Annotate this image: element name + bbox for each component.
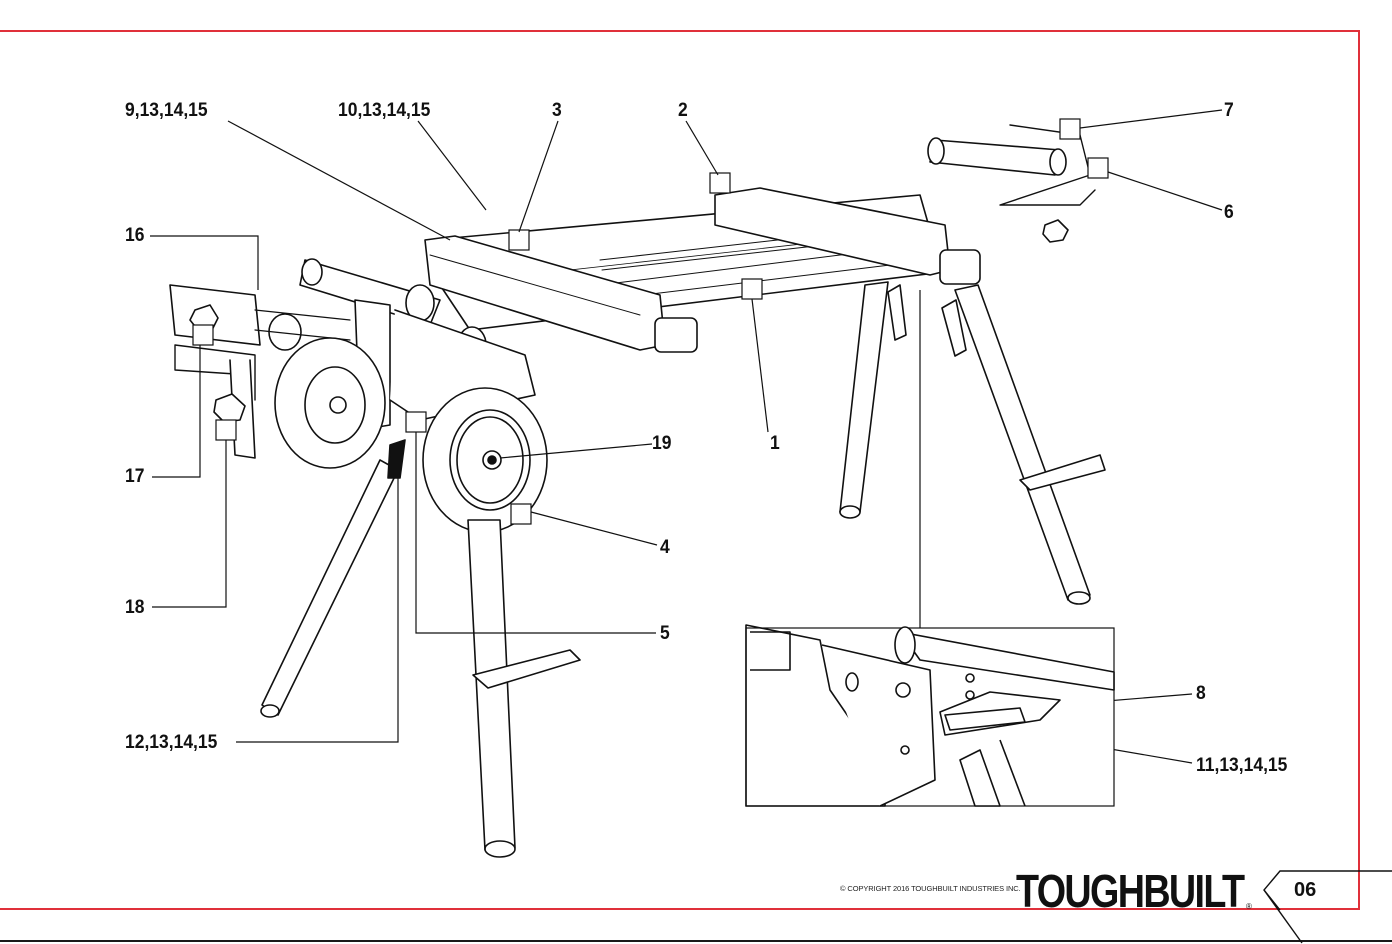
copyright-notice: © COPYRIGHT 2016 TOUGHBUILT INDUSTRIES I…: [840, 884, 1021, 893]
callout-1: 1: [770, 434, 780, 453]
callout-9-13-14-15: 9,13,14,15: [125, 101, 208, 120]
inset-detail-view: [746, 625, 1114, 806]
callout-3: 3: [552, 101, 562, 120]
callout-17: 17: [125, 467, 144, 486]
callout-10-13-14-15: 10,13,14,15: [338, 101, 430, 120]
brand-logo: TOUGHBUILT: [1016, 868, 1243, 914]
callout-18: 18: [125, 598, 144, 617]
callout-4: 4: [660, 538, 670, 557]
callout-8: 8: [1196, 684, 1206, 703]
callout-19: 19: [652, 434, 671, 453]
callout-12-13-14-15: 12,13,14,15: [125, 733, 217, 752]
callout-16: 16: [125, 226, 144, 245]
registered-mark: ®: [1246, 902, 1252, 911]
callout-2: 2: [678, 101, 688, 120]
callout-5: 5: [660, 624, 670, 643]
callout-11-13-14-15: 11,13,14,15: [1196, 756, 1287, 775]
callout-6: 6: [1224, 203, 1234, 222]
page-number: 06: [1294, 879, 1316, 902]
page-number-tab: [1262, 870, 1392, 944]
callout-7: 7: [1224, 101, 1234, 120]
